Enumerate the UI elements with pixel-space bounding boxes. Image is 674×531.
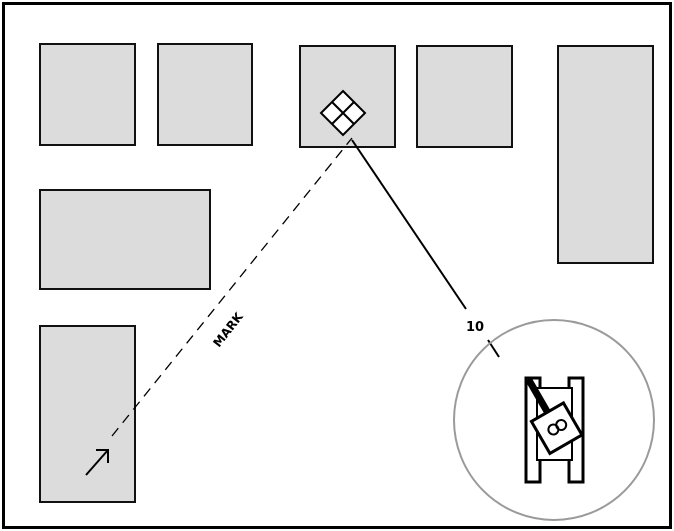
building bbox=[416, 45, 513, 148]
objective-marker-icon[interactable] bbox=[319, 89, 367, 137]
mark-line bbox=[111, 137, 353, 437]
range-label: 10 bbox=[466, 320, 484, 335]
building bbox=[39, 325, 136, 503]
range-line bbox=[351, 139, 467, 310]
building bbox=[557, 45, 654, 264]
building bbox=[39, 189, 211, 290]
buildings bbox=[39, 43, 654, 503]
tank-unit-icon[interactable] bbox=[512, 370, 585, 484]
building bbox=[157, 43, 253, 146]
building bbox=[39, 43, 136, 146]
start-arrow-icon[interactable] bbox=[85, 449, 109, 476]
range-circle bbox=[453, 319, 655, 521]
